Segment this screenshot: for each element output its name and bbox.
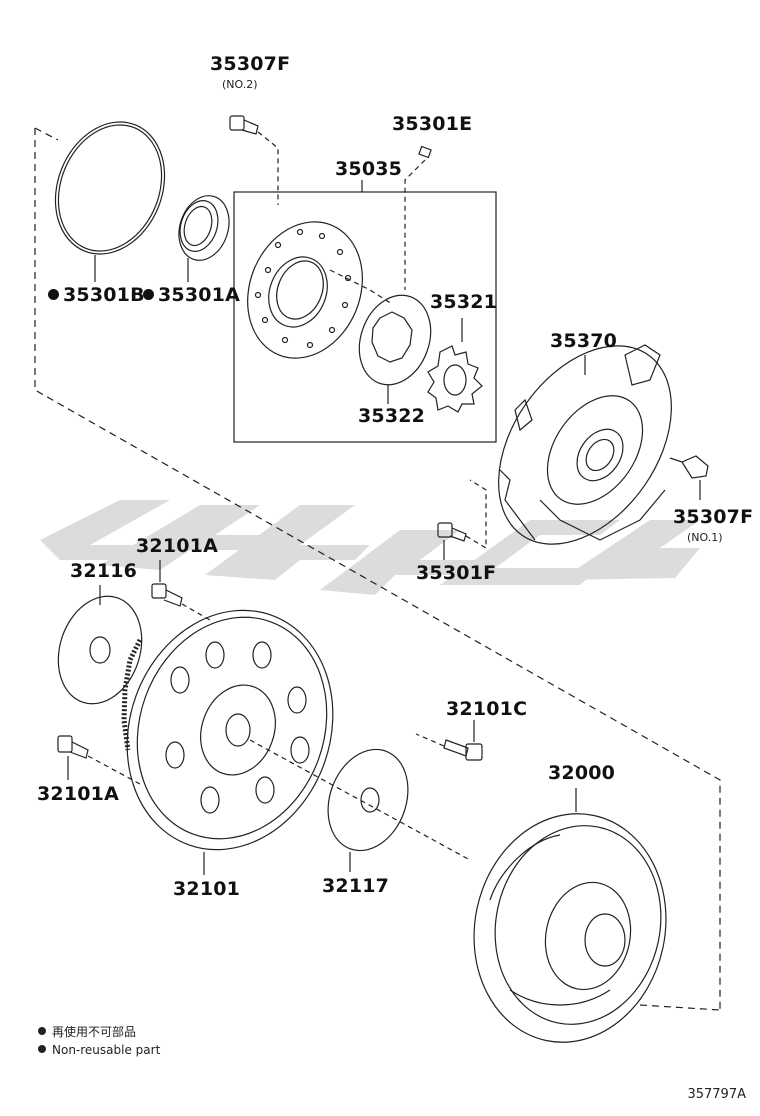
label-35307f-no1: 35307F [673,506,754,528]
stator-housing-35370 [498,344,672,545]
label-35321: 35321 [430,291,498,313]
pump-body-plate [247,221,363,359]
diagram-id: 357797A [687,1087,746,1102]
pump-body-holes [254,228,352,349]
non-reusable-mark-icon [143,289,154,300]
torque-converter-32000 [473,813,667,1043]
legend-jp-text: 再使用不可部品 [52,1025,137,1039]
plate-32117 [327,748,409,852]
non-reusable-mark-icon [48,289,59,300]
label-35370: 35370 [550,330,618,352]
label-35307f-no2: 35307F [210,53,291,75]
bolt-32101a-left [57,735,89,759]
label-32116: 32116 [70,560,138,582]
pump-body-group-box [233,191,497,443]
label-35035: 35035 [335,158,403,180]
drive-gear-35321 [427,345,483,413]
label-35307f-no1-sub: (NO.1) [687,531,723,544]
o-ring-35301b [54,121,166,255]
label-32101a-left: 32101A [37,783,120,805]
pin-35301e [418,145,432,159]
label-32101a-top: 32101A [136,535,219,557]
oil-seal-35301a [178,195,230,261]
label-32101c: 32101C [446,698,528,720]
legend-dot-icon [38,1027,46,1035]
bolt-35307f-no2 [229,115,259,135]
label-32101: 32101 [173,878,241,900]
label-35301a: 35301A [143,286,240,305]
label-35301a-text: 35301A [158,284,241,306]
label-35301b: 35301B [48,286,145,305]
bolt-32101c [443,739,483,761]
legend-jp: 再使用不可部品 [38,1026,136,1038]
bolt-35307f-no1 [669,455,709,479]
plate-32116 [57,595,143,705]
label-32000: 32000 [548,762,616,784]
label-35307f-no2-sub: (NO.2) [222,78,258,91]
legend-en-text: Non-reusable part [52,1043,161,1057]
label-35301f: 35301F [416,562,497,584]
bolt-35301f [437,522,467,542]
drive-plate-32101 [121,609,334,851]
driven-gear-35322 [358,294,432,386]
assembly-boundary [34,128,721,1010]
watermark-logo [40,500,700,595]
bolt-32101a-top [151,583,183,607]
label-35301e: 35301E [392,113,473,135]
legend-dot-icon [38,1045,46,1053]
label-35301b-text: 35301B [63,284,145,306]
label-32117: 32117 [322,875,390,897]
legend-en: Non-reusable part [38,1044,160,1056]
label-35322: 35322 [358,405,426,427]
